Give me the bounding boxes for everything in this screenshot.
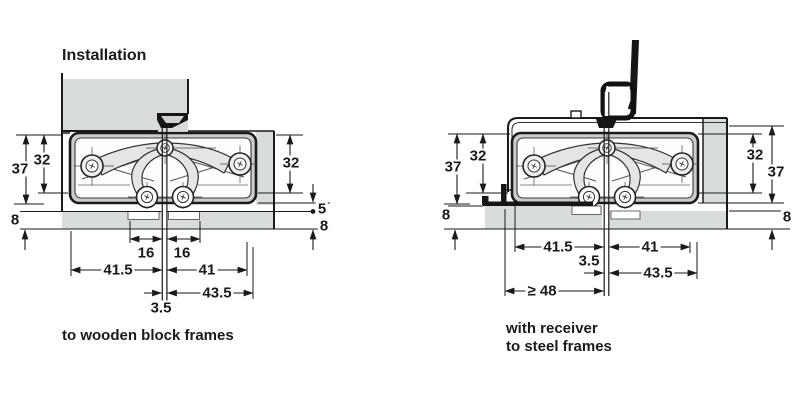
- dim-label-37-right-r: 37: [765, 163, 787, 181]
- dim-label-8-left-r: 8: [439, 206, 453, 224]
- dim-label-41-r: 41: [639, 238, 661, 256]
- dim-label-3-5-r: 3.5: [576, 252, 602, 270]
- left-diagram: [14, 73, 330, 302]
- door-leaf-strip: [703, 118, 727, 203]
- dim-label-8-right-r: 8: [780, 208, 794, 226]
- steel-frame-profile: [502, 110, 727, 192]
- left-caption: to wooden block frames: [62, 327, 234, 344]
- frame-jamb-strip: [256, 131, 274, 205]
- dim-label-16-door: 16: [135, 244, 157, 262]
- dim-label-32-right: 32: [280, 154, 302, 172]
- dim-label-41-5: 41.5: [101, 261, 135, 279]
- hinge-cover-funnel: [596, 119, 617, 128]
- dim-label-43-5: 43.5: [200, 284, 234, 302]
- dim-label-8-right: 8: [317, 217, 331, 235]
- dim-label-37-left-r: 37: [442, 158, 464, 176]
- dim-label-32-left: 32: [31, 151, 53, 169]
- dim-label-41: 41: [196, 261, 218, 279]
- right-caption-line1: with receiver: [506, 320, 598, 337]
- dim-label-16-frame: 16: [171, 244, 193, 262]
- dim-label-32-right-r: 32: [744, 146, 766, 164]
- dimension-dot: [310, 209, 316, 214]
- dim-label-43-5-r: 43.5: [641, 264, 675, 282]
- dim-label-ge48: ≥ 48: [525, 282, 559, 300]
- receiver-hook: [600, 81, 636, 121]
- dim-label-41-5-r: 41.5: [541, 238, 575, 256]
- right-caption-line2: to steel frames: [506, 338, 612, 355]
- dim-label-8-left: 8: [8, 211, 22, 229]
- frame-bottom-band: [62, 211, 274, 229]
- dim-label-3-5: 3.5: [148, 299, 174, 317]
- diagram-title: Installation: [62, 47, 147, 64]
- dim-label-32-left-r: 32: [467, 147, 489, 165]
- right-dimension-lines: [451, 125, 776, 295]
- dim-label-37-left: 37: [9, 160, 31, 178]
- right-diagram: [444, 40, 790, 296]
- dim-label-5: 5: [315, 200, 329, 218]
